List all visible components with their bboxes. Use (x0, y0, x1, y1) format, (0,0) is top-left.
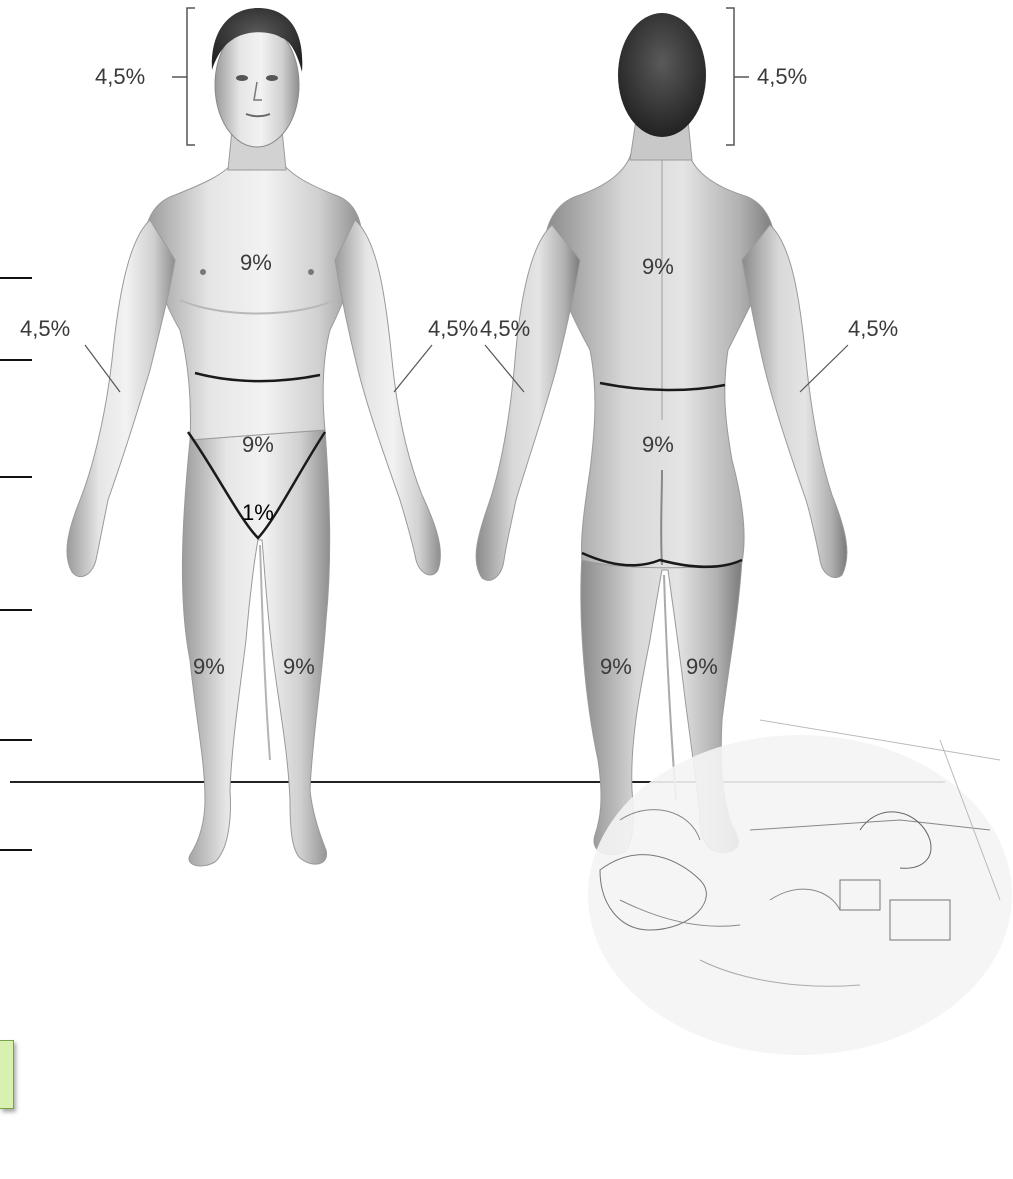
back-head-label: 4,5% (757, 66, 807, 88)
front-arm-left-label: 4,5% (428, 318, 478, 340)
front-head-bracket (172, 8, 195, 145)
front-arm-right-label: 4,5% (20, 318, 70, 340)
back-leg-left-label: 9% (600, 656, 632, 678)
back-head-bracket (726, 8, 749, 145)
front-abdomen-label: 9% (242, 434, 274, 456)
front-arm-left-pointer (394, 345, 432, 392)
front-chest-label: 9% (240, 252, 272, 274)
front-leg-left-label: 9% (283, 656, 315, 678)
front-genital-label: 1% (242, 502, 274, 524)
sketch-scene-illustration (588, 720, 1012, 1055)
back-upper-label: 9% (642, 256, 674, 278)
back-lower-label: 9% (642, 434, 674, 456)
note-box (0, 1040, 14, 1109)
back-arm-left-label: 4,5% (480, 318, 530, 340)
front-leg-right-label: 9% (193, 656, 225, 678)
height-ruler (0, 278, 32, 850)
front-head-label: 4,5% (95, 66, 145, 88)
back-arm-right-label: 4,5% (848, 318, 898, 340)
back-leg-right-label: 9% (686, 656, 718, 678)
